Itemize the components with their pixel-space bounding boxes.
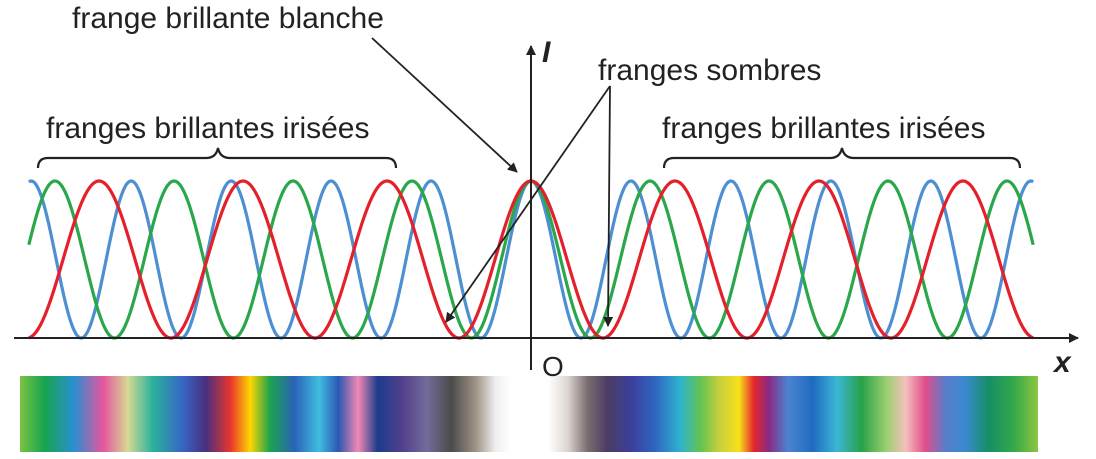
x-axis-label: x — [1052, 346, 1072, 379]
dark-fringe-arrow-right — [603, 85, 614, 327]
origin-label: O — [542, 351, 564, 382]
y-axis-label: I — [542, 36, 551, 69]
dark-fringes-label: franges sombres — [598, 54, 821, 87]
spectrum-strip-right — [548, 376, 1038, 452]
right-brace — [662, 147, 1022, 169]
center-bright-arrow — [371, 37, 518, 173]
left-iridescent-fringes-label: franges brillantes irisées — [46, 112, 369, 145]
dark-fringe-arrow-left — [445, 85, 611, 323]
center-bright-fringe-label: frange brillante blanche — [72, 2, 384, 35]
spectrum-strip-left — [20, 376, 510, 452]
right-iridescent-fringes-label: franges brillantes irisées — [662, 112, 985, 145]
left-brace — [36, 147, 398, 169]
